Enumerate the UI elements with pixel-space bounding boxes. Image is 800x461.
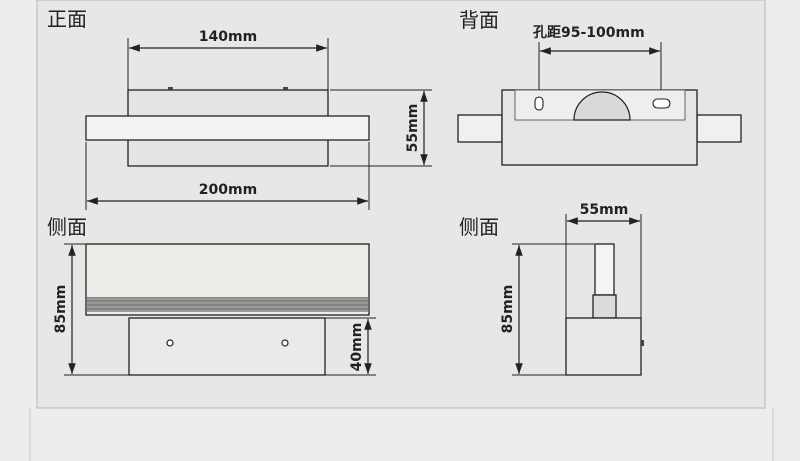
side-left-lower-block (128, 317, 326, 376)
back-center-notch (573, 91, 631, 121)
side-view-right: 侧面 55mm 85mm (459, 202, 644, 376)
side-right-height-label: 85mm (500, 285, 516, 334)
front-view: 正面 140mm 55mm 200mm (47, 7, 432, 210)
side-left-title: 侧面 (47, 215, 87, 239)
side-left-lower-label: 40mm (349, 323, 365, 372)
side-left-stripe (87, 297, 368, 312)
front-height-label: 55mm (405, 104, 421, 153)
side-left-screw-left (166, 339, 174, 347)
side-right-box-tab (641, 340, 644, 346)
side-left-height-label: 85mm (53, 285, 69, 334)
side-left-screw-right (281, 339, 289, 347)
back-stub-right (696, 114, 742, 143)
side-right-post (594, 243, 615, 296)
side-right-width-label: 55mm (580, 202, 629, 218)
front-total-label: 200mm (199, 182, 257, 198)
side-right-box (565, 317, 642, 376)
side-view-left: 侧面 85mm 40mm (47, 215, 376, 376)
front-mount-tab-right (283, 87, 288, 90)
side-right-title: 侧面 (459, 215, 499, 239)
back-view-title: 背面 (459, 8, 499, 32)
front-light-bar (85, 115, 370, 141)
back-hole-left (534, 96, 544, 111)
front-width-label: 140mm (199, 29, 257, 45)
front-view-title: 正面 (47, 7, 87, 31)
back-view: 背面 孔距95-100mm (457, 8, 742, 166)
back-hole-right (652, 98, 671, 109)
side-right-post-collar (592, 294, 617, 319)
front-mount-tab-left (168, 87, 173, 90)
hole-spacing-label: 孔距95-100mm (533, 25, 645, 41)
back-stub-left (457, 114, 503, 143)
